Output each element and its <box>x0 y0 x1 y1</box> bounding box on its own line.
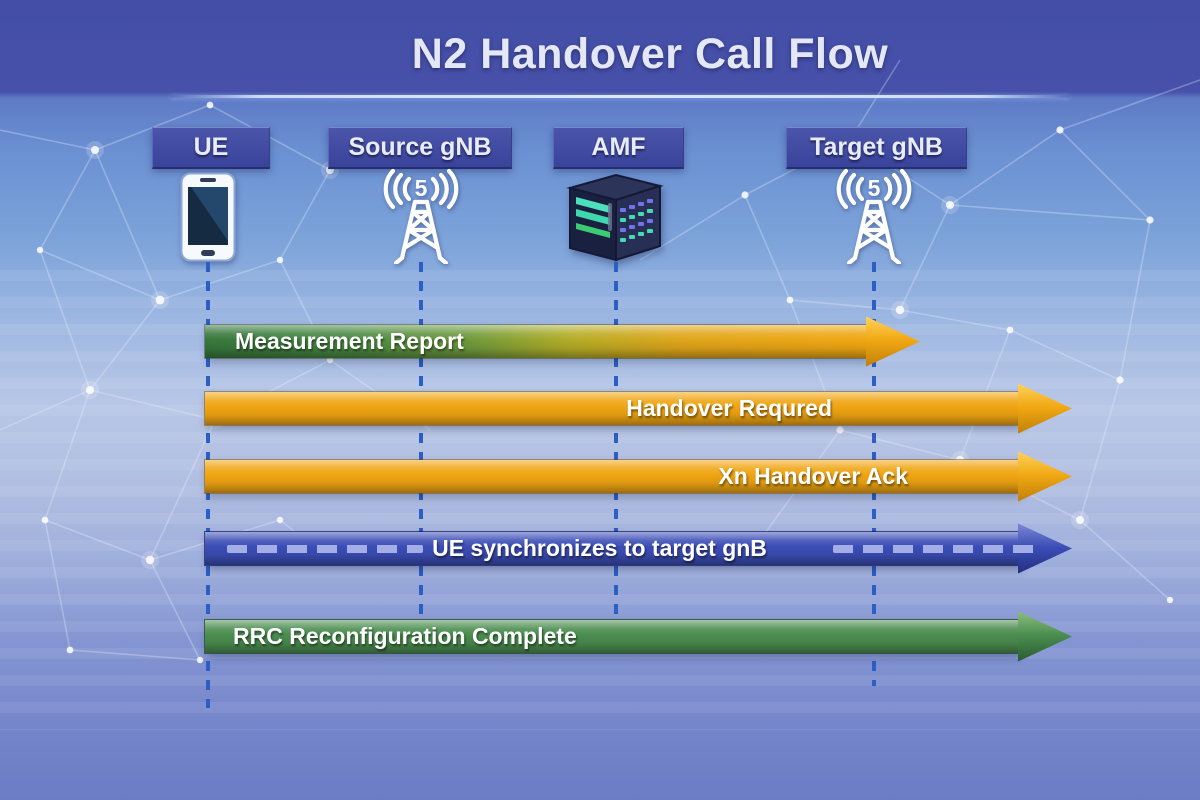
server-icon <box>566 173 664 262</box>
arrow-body: RRC Reconfiguration Complete <box>205 620 1020 653</box>
entity-label-ue: UE <box>152 127 270 169</box>
title-divider <box>170 95 1070 98</box>
arrow-body: Handover Requred <box>205 392 1020 425</box>
entity-label-target-gnb: Target gNB <box>786 127 967 169</box>
message-label: Measurement Report <box>235 328 464 354</box>
message-label: Xn Handover Ack <box>718 463 908 489</box>
arrow-body: Xn Handover Ack <box>205 460 1020 493</box>
entity-label-source-gnb: Source gNB <box>328 127 512 169</box>
cell-tower-5g-icon: 5 <box>383 168 459 264</box>
arrow-body: Measurement Report <box>205 325 868 358</box>
cell-tower-5g-icon: 5 <box>836 168 912 264</box>
svg-text:5: 5 <box>415 175 428 201</box>
dashed-line-left <box>227 545 423 553</box>
arrow-body: UE synchronizes to target gnB <box>205 532 1041 565</box>
message-label: UE synchronizes to target gnB <box>432 535 767 561</box>
message-label: Handover Requred <box>626 395 832 421</box>
message-label: RRC Reconfiguration Complete <box>233 623 577 649</box>
smartphone-icon <box>180 172 236 262</box>
dashed-line-right <box>833 545 1041 553</box>
svg-text:5: 5 <box>868 175 881 201</box>
page-title: N2 Handover Call Flow <box>411 30 889 78</box>
entity-label-amf: AMF <box>553 127 684 169</box>
